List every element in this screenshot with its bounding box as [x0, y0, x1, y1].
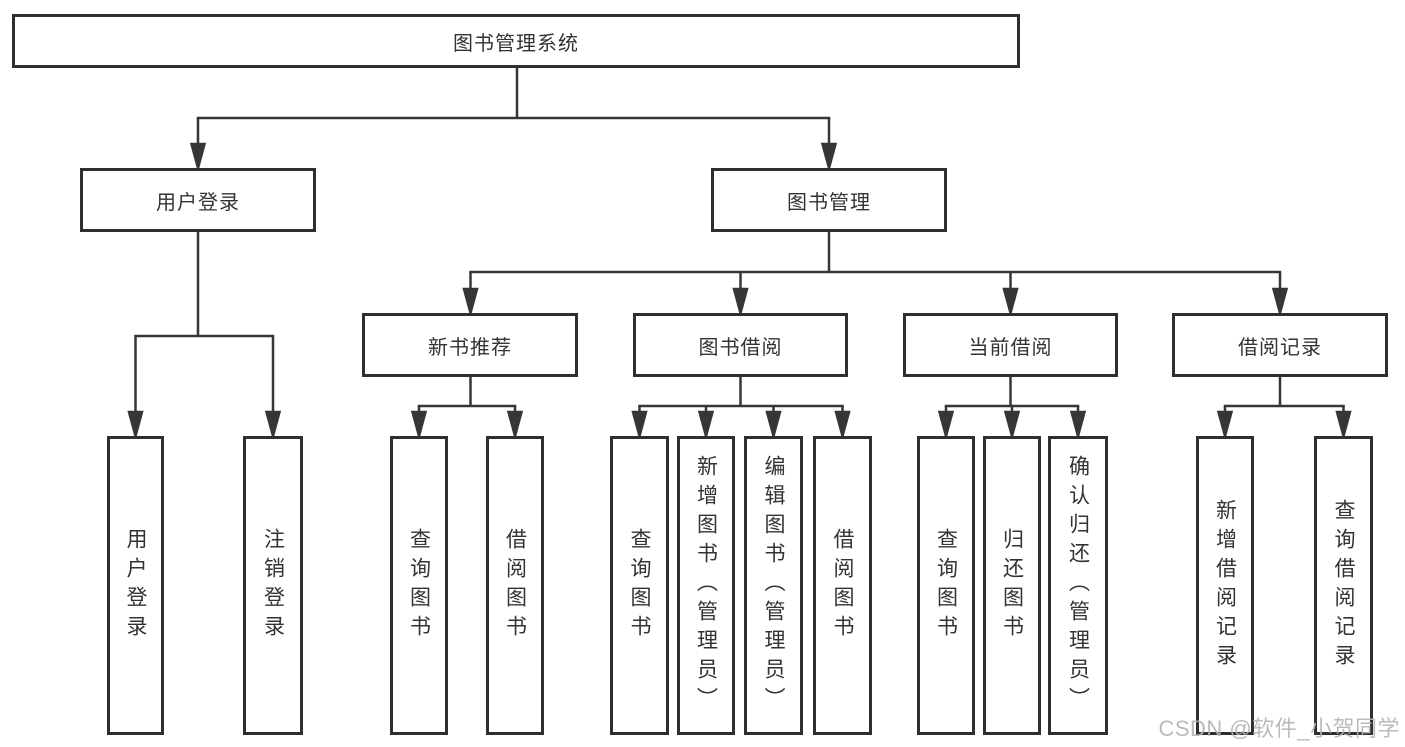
node-label: 用户登录 — [124, 527, 147, 644]
leaf-add-borrow-record: 新增借阅记录 — [1196, 436, 1254, 735]
node-borrow-records: 借阅记录 — [1172, 313, 1388, 377]
node-label: 新增借阅记录 — [1213, 498, 1237, 673]
node-label: 图书管理 — [787, 191, 871, 214]
leaf-borrow-books: 借阅图书 — [813, 436, 872, 735]
leaf-add-book-admin: 新增图书（管理员） — [677, 436, 735, 735]
node-label: 当前借阅 — [968, 336, 1053, 359]
node-book-management: 图书管理 — [711, 168, 947, 232]
node-label: 图书管理系统 — [453, 32, 579, 55]
connector-trunks — [134, 68, 1345, 408]
node-label: 确认归还（管理员） — [1066, 455, 1090, 716]
leaf-return-book: 归还图书 — [983, 436, 1041, 735]
leaf-borrow-books-recommend: 借阅图书 — [486, 436, 544, 735]
leaf-query-books-recommend: 查询图书 — [390, 436, 448, 735]
node-label: 查询图书 — [628, 527, 651, 644]
node-user-login: 用户登录 — [80, 168, 316, 232]
connector-arrows — [127, 118, 1352, 441]
node-label: 查询图书 — [934, 527, 958, 644]
leaf-edit-book-admin: 编辑图书（管理员） — [744, 436, 803, 735]
node-label: 查询图书 — [407, 527, 431, 644]
node-label: 借阅记录 — [1238, 336, 1322, 359]
node-current-borrow: 当前借阅 — [903, 313, 1118, 377]
watermark: CSDN @软件_小贺同学 — [1158, 716, 1400, 741]
node-label: 新增图书（管理员） — [694, 455, 718, 716]
leaf-query-books-current: 查询图书 — [917, 436, 975, 735]
node-label: 图书借阅 — [698, 336, 783, 359]
leaf-logout-login: 注销登录 — [243, 436, 303, 735]
leaf-confirm-return-admin: 确认归还（管理员） — [1048, 436, 1108, 735]
node-new-book-recommend: 新书推荐 — [362, 313, 578, 377]
node-label: 编辑图书（管理员） — [762, 455, 785, 716]
node-label: 新书推荐 — [428, 336, 512, 359]
node-label: 用户登录 — [156, 191, 240, 214]
leaf-query-borrow-record: 查询借阅记录 — [1314, 436, 1373, 735]
node-book-borrow: 图书借阅 — [633, 313, 848, 377]
node-root: 图书管理系统 — [12, 14, 1020, 68]
leaf-query-books-borrow: 查询图书 — [610, 436, 669, 735]
node-label: 归还图书 — [1000, 527, 1024, 644]
node-label: 查询借阅记录 — [1332, 498, 1355, 673]
leaf-user-login: 用户登录 — [107, 436, 164, 735]
node-label: 借阅图书 — [503, 527, 527, 644]
node-label: 借阅图书 — [831, 527, 854, 644]
node-label: 注销登录 — [261, 527, 285, 644]
